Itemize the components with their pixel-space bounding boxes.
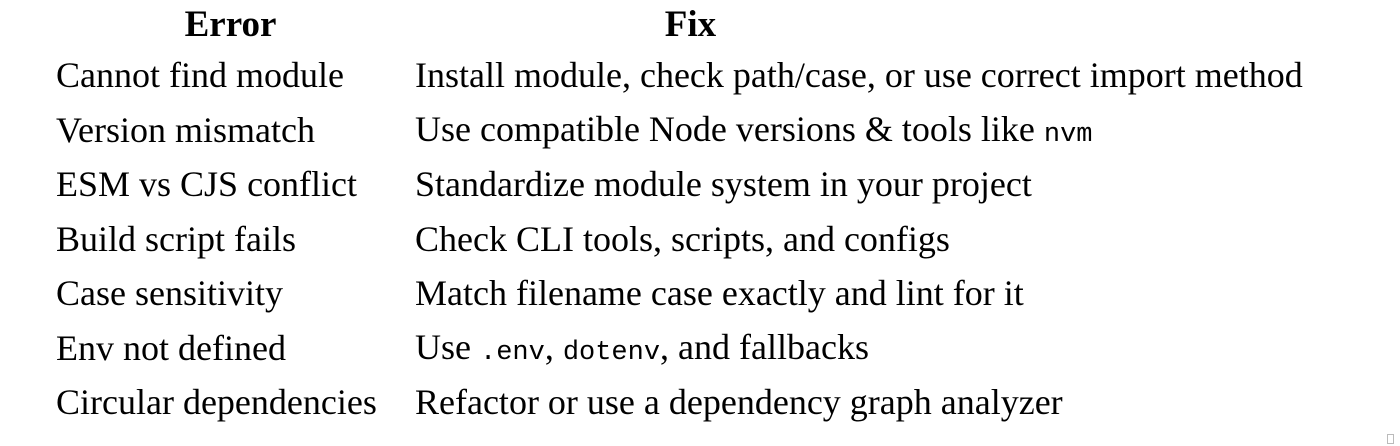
error-cell: Build script fails xyxy=(56,218,296,259)
table-header-row: Error Fix xyxy=(56,0,1386,48)
fix-code-snippet: dotenv xyxy=(562,337,661,368)
error-cell: Cannot find module xyxy=(56,55,344,96)
fix-cell: Use .env, dotenv, and fallbacks xyxy=(415,329,1386,367)
error-cell: Version mismatch xyxy=(56,109,315,150)
corner-marker xyxy=(1387,434,1394,444)
error-cell: ESM vs CJS conflict xyxy=(56,164,358,205)
fix-text: Use xyxy=(415,326,480,367)
fix-text: Refactor or use a dependency graph analy… xyxy=(415,382,1063,423)
error-fix-table: Error Fix Cannot find module Install modu… xyxy=(56,0,1386,430)
fix-cell: Use compatible Node versions & tools lik… xyxy=(415,111,1386,149)
fix-cell: Refactor or use a dependency graph analy… xyxy=(415,384,1386,420)
fix-text: , and fallbacks xyxy=(660,326,869,367)
fix-code-snippet: nvm xyxy=(1043,119,1093,150)
error-column-header: Error xyxy=(184,3,277,45)
table-body: Cannot find module Install module, check … xyxy=(56,48,1386,430)
table-row: Circular dependencies Refactor or use a d… xyxy=(56,375,1386,430)
table-row: Build script fails Check CLI tools, scrip… xyxy=(56,212,1386,267)
table-row: Version mismatch Use compatible Node vers… xyxy=(56,103,1386,158)
fix-cell: Standardize module system in your projec… xyxy=(415,166,1386,202)
fix-text: Install module, check path/case, or use … xyxy=(415,55,1303,96)
fix-cell: Install module, check path/case, or use … xyxy=(415,57,1386,93)
error-cell: Env not defined xyxy=(56,327,286,368)
fix-text: Check CLI tools, scripts, and configs xyxy=(415,218,950,259)
fix-column-header: Fix xyxy=(664,3,717,45)
fix-text: Match filename case exactly and lint for… xyxy=(415,273,1024,314)
fix-text: Use compatible Node versions & tools lik… xyxy=(415,108,1044,149)
fix-text: , xyxy=(544,326,563,367)
fix-text: Standardize module system in your projec… xyxy=(415,164,1032,205)
table-row: Cannot find module Install module, check … xyxy=(56,48,1386,103)
fix-cell: Match filename case exactly and lint for… xyxy=(415,275,1386,311)
error-cell: Case sensitivity xyxy=(56,273,283,314)
table-row: Env not defined Use .env, dotenv, and fal… xyxy=(56,321,1386,376)
fix-cell: Check CLI tools, scripts, and configs xyxy=(415,221,1386,257)
table-row: ESM vs CJS conflict Standardize module sy… xyxy=(56,157,1386,212)
fix-code-snippet: .env xyxy=(480,337,545,368)
error-cell: Circular dependencies xyxy=(56,382,377,423)
table-row: Case sensitivity Match filename case exac… xyxy=(56,266,1386,321)
